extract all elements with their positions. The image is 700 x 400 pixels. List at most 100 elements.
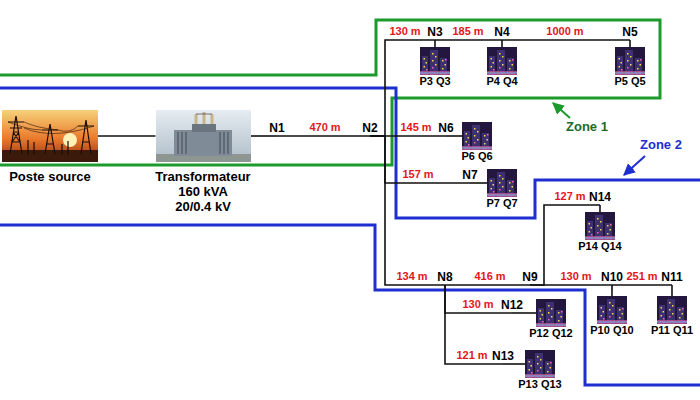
bus-node: N3	[425, 26, 444, 40]
bus-node: N4	[492, 26, 511, 40]
feeder-line	[512, 312, 536, 314]
distance-label: 130 m	[462, 298, 493, 311]
distance-label: 121 m	[456, 349, 487, 362]
node-label: N6	[438, 122, 453, 136]
node-picture	[2, 110, 98, 162]
bus-node: N13	[490, 350, 516, 364]
load-node: P6 Q6	[459, 122, 494, 163]
node-picture	[462, 122, 492, 150]
distance-label: 251 m	[626, 270, 657, 283]
load-label: P4 Q4	[486, 75, 517, 88]
distance-label: 1000 m	[546, 25, 583, 38]
equipment-label: Transformateur	[155, 170, 250, 185]
node-icon	[615, 47, 645, 75]
node-label: N12	[501, 299, 523, 313]
load-label: P5 Q5	[614, 75, 645, 88]
load-label: P3 Q3	[419, 75, 450, 88]
feeder-line	[251, 135, 278, 137]
node-icon	[585, 212, 615, 240]
node-label: N9	[522, 271, 537, 285]
zone-2-outline	[0, 88, 700, 218]
distance-label: 157 m	[402, 168, 433, 181]
node-label: N8	[437, 271, 452, 285]
bus-node: N14	[587, 191, 613, 205]
node-label: N4	[494, 26, 509, 40]
equipment-label: Poste source	[2, 170, 98, 185]
load-label: P13 Q13	[518, 378, 561, 391]
feeder-line	[470, 182, 487, 184]
node-picture	[615, 47, 645, 75]
node-icon	[487, 169, 517, 197]
bus-node: N9	[520, 271, 539, 285]
feeder-line	[599, 205, 601, 212]
load-label: P10 Q10	[590, 324, 633, 337]
node-picture	[585, 212, 615, 240]
bus-node: N5	[620, 26, 639, 40]
node-label: N1	[269, 122, 284, 136]
zone-label: Zone 1	[566, 120, 608, 135]
zone-pointer	[624, 156, 645, 175]
node-icon	[536, 299, 566, 327]
node-label: N10	[601, 271, 623, 285]
feeder-line	[612, 284, 672, 286]
feeder-line	[370, 136, 445, 285]
node-icon	[525, 350, 555, 378]
load-label: P11 Q11	[651, 324, 693, 337]
node-picture	[487, 169, 517, 197]
bus-node: N6	[436, 122, 455, 136]
node-picture	[536, 299, 566, 327]
bus-node: N7	[460, 169, 479, 183]
zone-1-outline	[0, 20, 660, 165]
node-icon	[156, 110, 251, 162]
node-picture	[525, 350, 555, 378]
node-icon	[420, 47, 450, 75]
node-label: N2	[362, 122, 377, 136]
distance-label: 416 m	[474, 270, 505, 283]
feeder-line	[445, 284, 530, 286]
node-picture	[597, 296, 627, 324]
load-label: P12 Q12	[529, 327, 572, 340]
node-label: N3	[427, 26, 442, 40]
edge-group	[98, 40, 672, 364]
feeder-line	[98, 135, 156, 137]
feeder-line	[671, 285, 673, 296]
load-node: P14 Q14	[576, 212, 623, 253]
node-picture	[420, 47, 450, 75]
load-label: P14 Q14	[578, 240, 621, 253]
distance-label: 130 m	[560, 270, 591, 283]
load-label: P7 Q7	[486, 197, 517, 210]
bus-node: N1	[267, 122, 286, 136]
substation-node: Poste source	[0, 110, 100, 185]
zone-pointer	[553, 103, 570, 118]
feeder-line	[629, 40, 631, 47]
node-picture	[156, 110, 251, 162]
zone-2-outline	[0, 225, 700, 385]
feeder-line	[446, 135, 462, 137]
node-label: N5	[622, 26, 637, 40]
node-label: N7	[462, 169, 477, 183]
bus-node: N11	[659, 271, 684, 285]
distance-label: 470 m	[309, 121, 340, 134]
node-icon	[657, 296, 687, 324]
bus-node: N10	[599, 271, 625, 285]
feeder-line	[501, 40, 503, 47]
node-picture	[487, 47, 517, 75]
load-node: P4 Q4	[484, 47, 519, 88]
node-label: N14	[589, 191, 611, 205]
node-icon	[462, 122, 492, 150]
node-label: N11	[661, 271, 682, 285]
load-node: P10 Q10	[588, 296, 635, 337]
bus-node: N12	[499, 299, 525, 313]
distance-label: 145 m	[400, 121, 431, 134]
feeder-line	[611, 285, 613, 296]
node-icon	[487, 47, 517, 75]
node-label: N13	[492, 350, 514, 364]
load-node: P13 Q13	[516, 350, 563, 391]
feeder-line	[502, 39, 630, 41]
node-picture	[657, 296, 687, 324]
load-label: P6 Q6	[461, 150, 492, 163]
distance-label: 130 m	[389, 25, 420, 38]
equipment-label: 160 kVA 20/0.4 kV	[163, 185, 243, 215]
bus-node: N8	[435, 271, 454, 285]
zone-label: Zone 2	[640, 138, 682, 153]
